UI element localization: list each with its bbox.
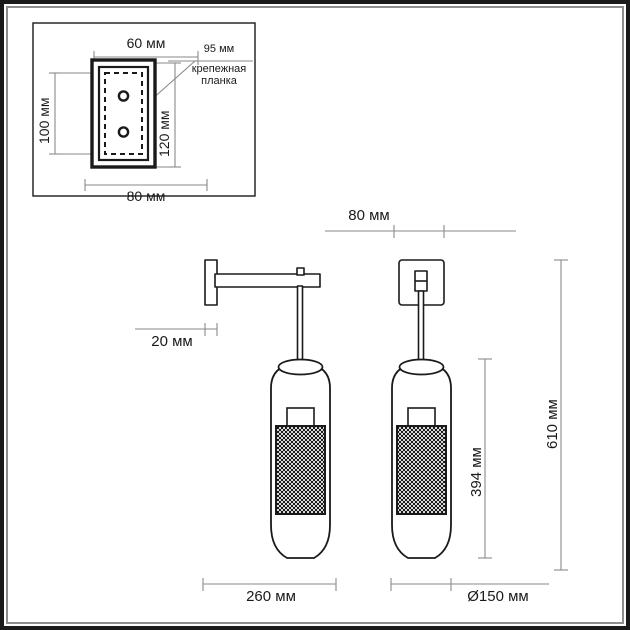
shade-collar [277,358,324,376]
overall-height-label: 610 мм [544,399,561,449]
front-view-geometry [398,259,445,400]
inset-dim-top: 60 мм [126,35,166,51]
front-view-drop-label: 394 мм [468,447,485,497]
mesh-cage [396,425,447,515]
side-view-projection-label: 20 мм [151,333,193,350]
inset-callout-label-line1: крепежная [191,63,247,75]
inset-dimension-lines [49,51,253,191]
side-view-shade [270,358,331,559]
front-view-diameter-label: Ø150 мм [467,588,529,605]
side-view-width-label: 260 мм [246,588,296,605]
mounting-holes [117,90,130,138]
side-view-geometry [204,259,321,400]
inset-dim-left: 100 мм [36,97,52,145]
mounting-plate-dashed-outline [104,72,143,155]
inset-dim-bottom: 80 мм [126,188,166,204]
drawing-svg [32,22,568,591]
front-view-shade [391,358,452,559]
lamp-holder [286,407,315,427]
inset-callout-dimension: 95 мм [203,43,235,55]
shade-collar [398,358,445,376]
lamp-holder [407,407,436,427]
drawing-canvas: 60 мм 80 мм 100 мм 120 мм 95 мм крепежна… [9,9,621,621]
inset-callout-label-line2: планка [201,75,237,87]
mounting-plate-outline [90,58,157,169]
inset-dim-right: 120 мм [156,110,172,158]
mesh-cage [275,425,326,515]
main-dimension-lines [135,225,568,591]
front-view-plate-width-label: 80 мм [348,207,390,224]
